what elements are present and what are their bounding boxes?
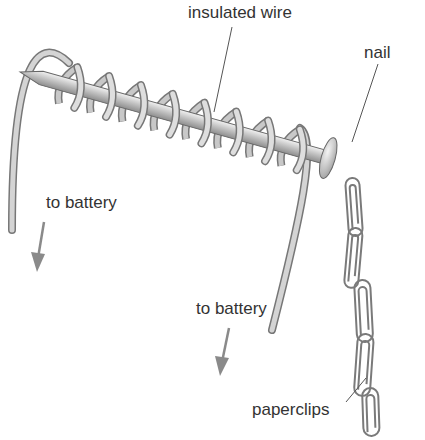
coil-turn-front bbox=[130, 85, 150, 126]
nail-drawing bbox=[14, 52, 340, 180]
coil-front bbox=[67, 67, 310, 170]
wire-lead bbox=[12, 53, 307, 330]
battery-arrows bbox=[31, 222, 229, 376]
wire-end-label: to battery bbox=[196, 300, 267, 319]
part-label: nail bbox=[364, 44, 390, 63]
wire-end-label: to battery bbox=[46, 194, 117, 213]
coil-turn-front bbox=[67, 67, 87, 108]
coil-turn-front bbox=[98, 76, 118, 117]
coil-turn-front bbox=[226, 112, 246, 153]
coil-turn-front bbox=[194, 103, 214, 144]
coil-turn-front bbox=[162, 94, 182, 135]
leader-lines bbox=[214, 27, 378, 402]
coil-turn-front bbox=[257, 121, 277, 162]
coil-back bbox=[56, 64, 300, 168]
paperclip-chain bbox=[344, 178, 380, 437]
part-label: paperclips bbox=[252, 401, 330, 420]
part-label: insulated wire bbox=[188, 4, 292, 23]
coil-turn-front bbox=[289, 129, 309, 170]
